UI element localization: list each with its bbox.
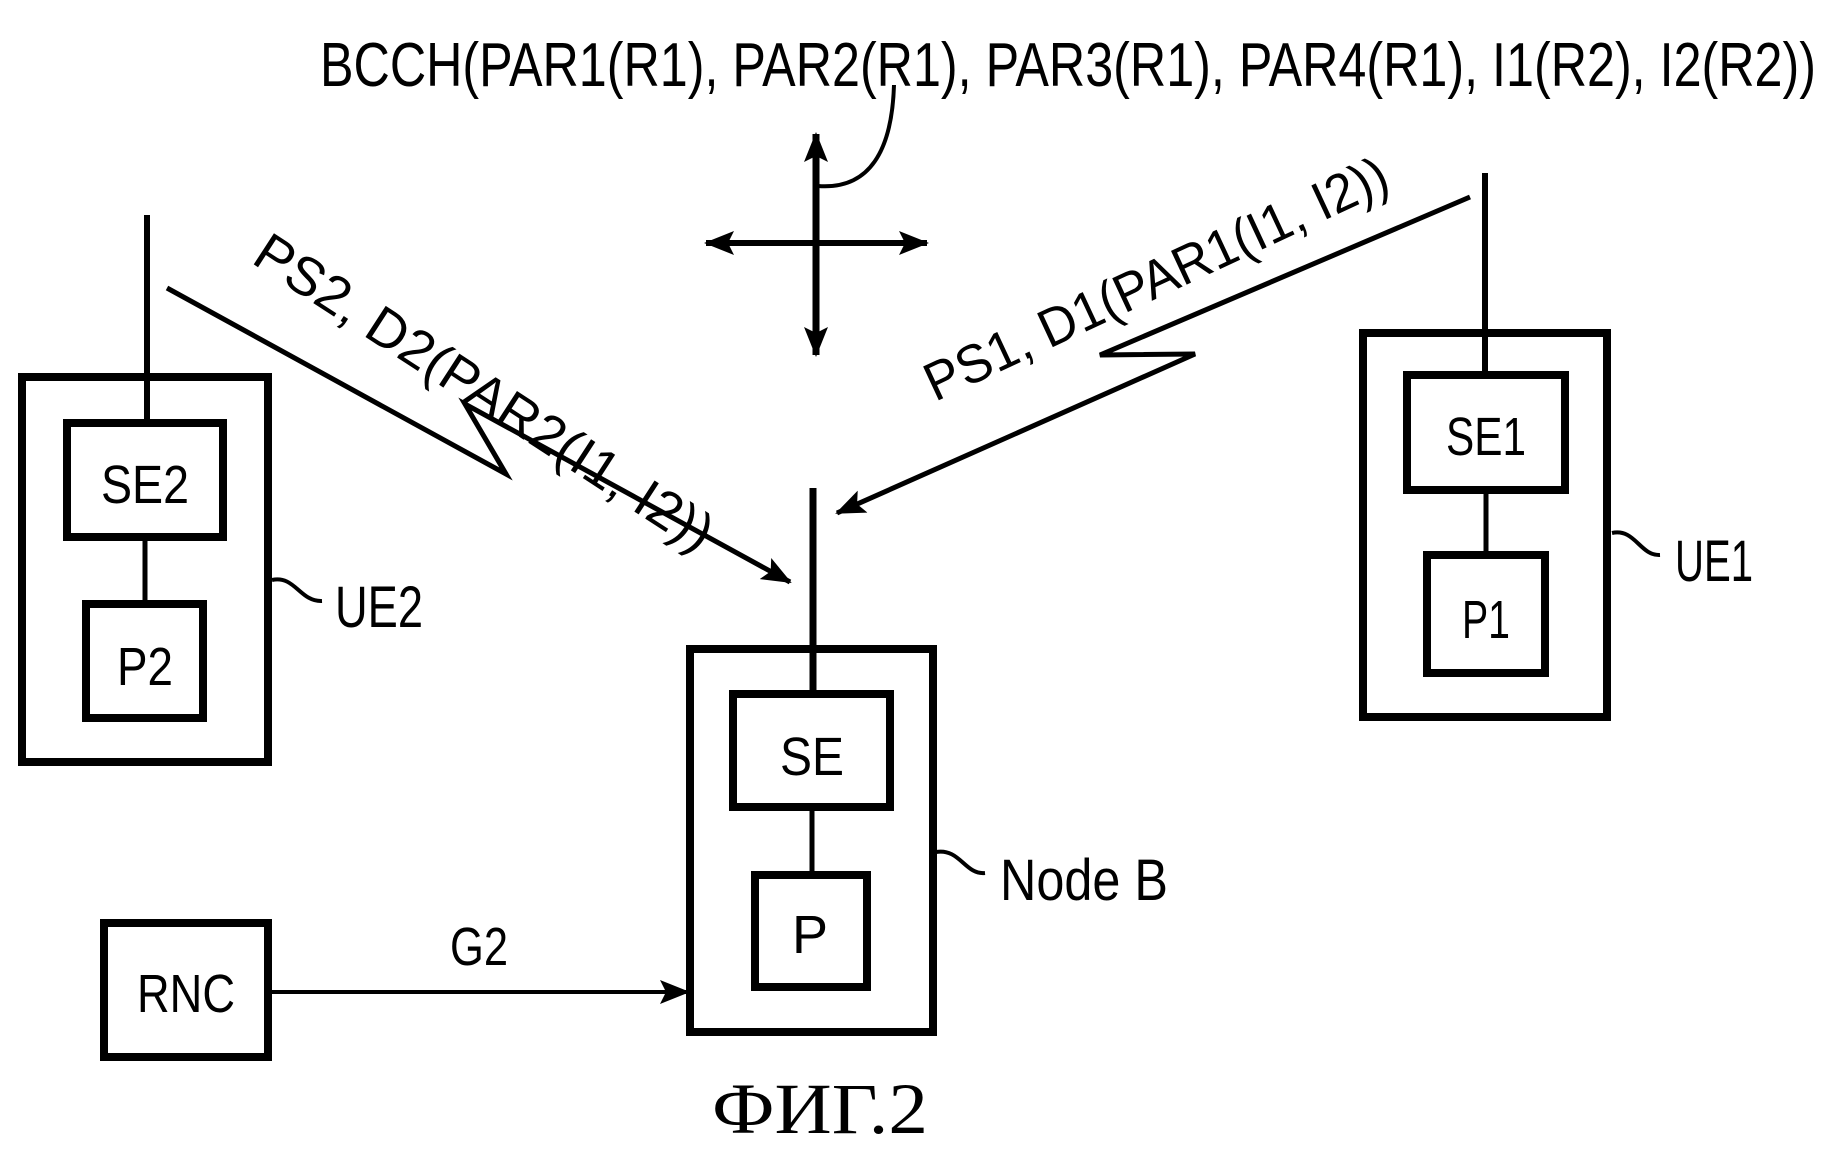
- nodeb-station: SE P Node B: [686, 488, 1168, 1036]
- ue1-uplink-arrow: [835, 194, 1471, 516]
- ue2-p-label: P2: [117, 637, 173, 697]
- ue2-label: UE2: [335, 575, 423, 640]
- ue2-uplink-label: PS2, D2(PAR2(I1, I2)): [243, 222, 724, 564]
- nodeb-leader-line: [935, 849, 986, 876]
- nodeb-se-label: SE: [780, 727, 844, 787]
- ue2-p-box: [82, 600, 207, 722]
- ue1-p-label: P1: [1462, 590, 1510, 650]
- nodeb-p-box: [751, 871, 871, 991]
- ue1-leader-line: [1611, 530, 1661, 558]
- bcch-label: BCCH(PAR1(R1), PAR2(R1), PAR3(R1), PAR4(…: [320, 31, 1816, 100]
- ue1-se-label: SE1: [1446, 407, 1526, 467]
- figure-caption: ФИГ.2: [712, 1069, 928, 1149]
- ue2-leader-line: [271, 577, 323, 604]
- ue2-se-label: SE2: [101, 455, 189, 515]
- ue2-device: SE2 P2 UE2: [18, 215, 423, 766]
- rnc-controller: RNC: [100, 919, 272, 1061]
- rnc-label: RNC: [137, 964, 235, 1024]
- ue2-se-box: [63, 419, 227, 541]
- ue2-uplink-arrow: [165, 285, 792, 585]
- ue1-label: UE1: [1675, 529, 1753, 594]
- ue1-p-box: [1423, 551, 1549, 677]
- broadcast-cross-icon: [704, 132, 929, 357]
- ue2-box: [18, 373, 272, 766]
- rnc-box: [100, 919, 272, 1061]
- ue1-device: SE1 P1 UE1: [1359, 173, 1753, 721]
- bcch-leader-line: [817, 84, 896, 189]
- nodeb-p-label: P: [792, 905, 828, 965]
- ue1-box: [1359, 329, 1611, 721]
- nodeb-label: Node B: [1000, 848, 1168, 913]
- nodeb-box: [686, 645, 937, 1036]
- rnc-link-label: G2: [450, 917, 508, 977]
